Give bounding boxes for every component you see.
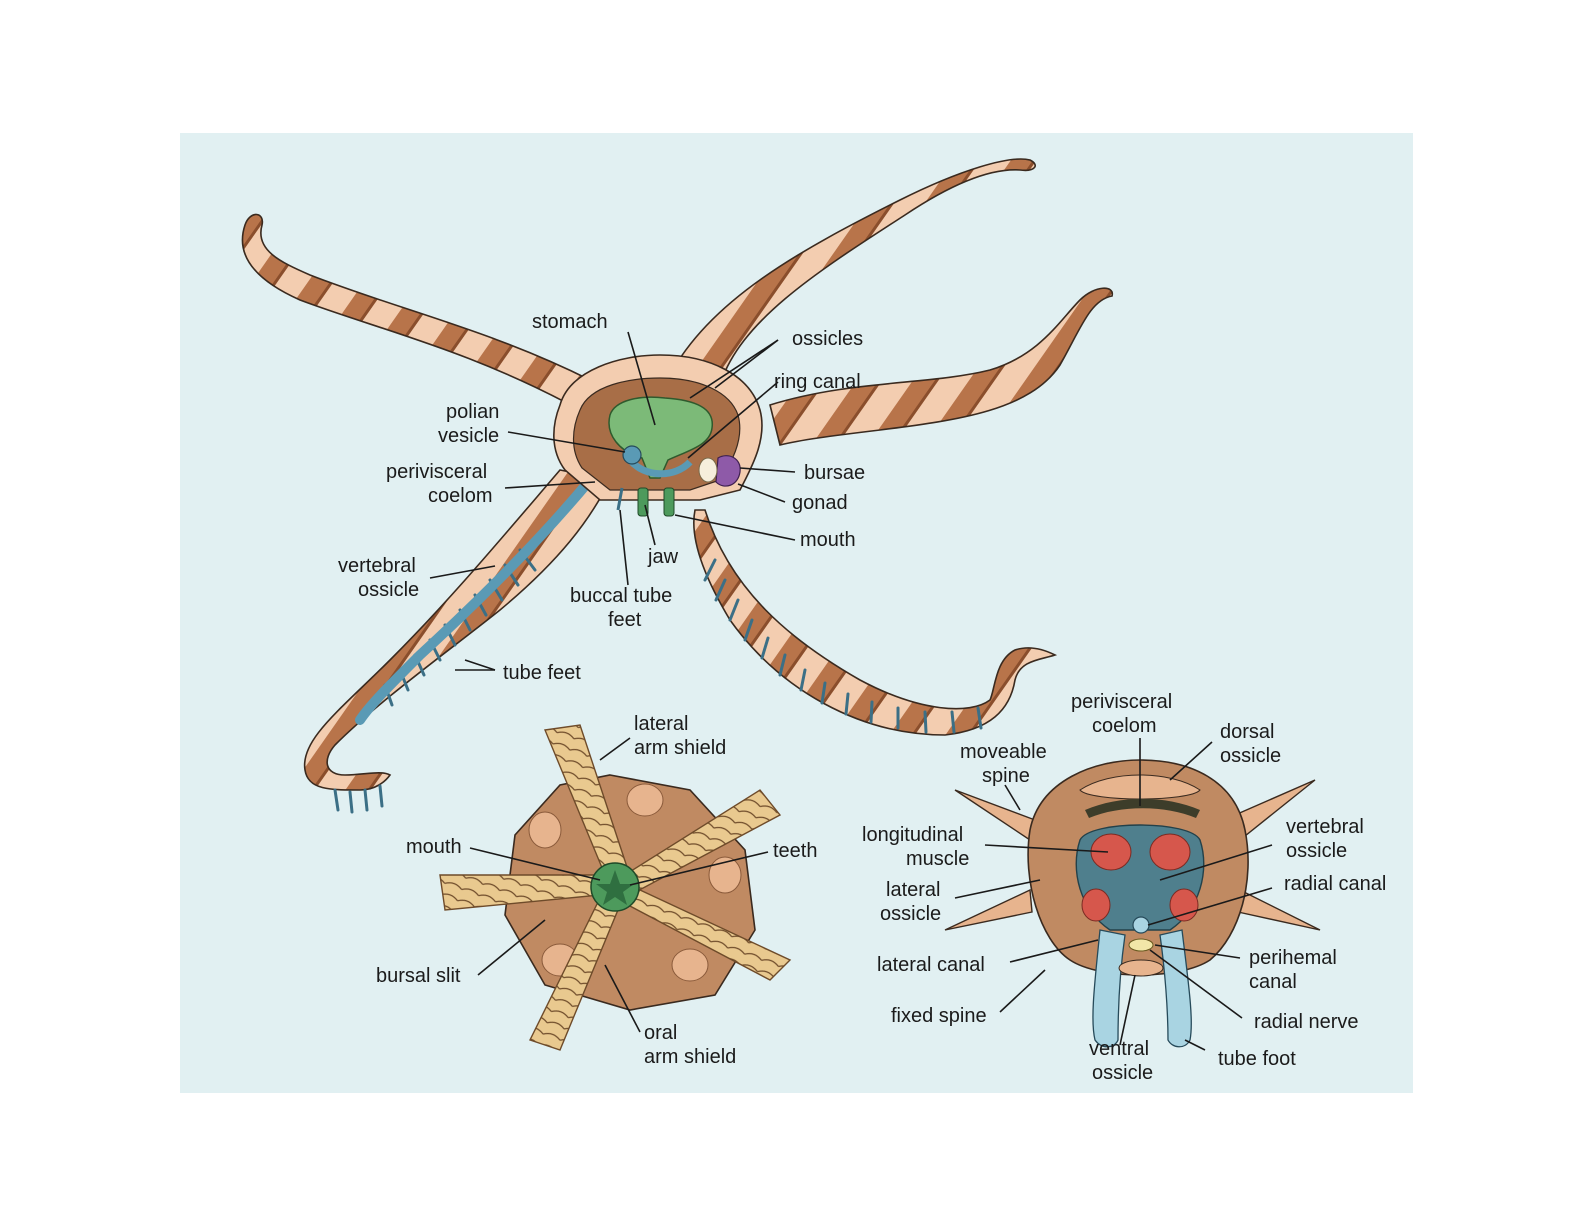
label-gonad: gonad (792, 492, 848, 514)
label-lateral-ossicle-line1: lateral (886, 879, 940, 901)
water-ring-canal (627, 457, 693, 478)
label-buccal-line1: buccal tube (570, 585, 672, 607)
labels-oral-view: lateral arm shield mouth teeth bursal sl… (376, 713, 817, 1068)
label-cs-vertebral-line2: ossicle (1286, 840, 1347, 862)
arm-lower-right (692, 509, 1058, 736)
label-tube-foot: tube foot (1218, 1048, 1296, 1070)
label-lateral-arm-shield-line1: lateral (634, 713, 688, 735)
label-oral-arm-shield-line1: oral (644, 1022, 677, 1044)
label-fixed-spine: fixed spine (891, 1005, 987, 1027)
label-ossicles: ossicles (792, 328, 863, 350)
label-vertebral-line1: vertebral (338, 555, 416, 577)
radial-canal-shape (1132, 916, 1150, 934)
label-ventral-line1: ventral (1089, 1038, 1149, 1060)
perihemal-canal-shape (1128, 938, 1154, 952)
lateral-spine-right (1237, 888, 1321, 931)
moveable-spine-left (954, 789, 1036, 842)
buccal-tube-foot (616, 487, 624, 511)
tube-foot-shapes (1092, 929, 1192, 1048)
longitudinal-muscle-blocks (1081, 833, 1199, 922)
tube-feet-row-right (703, 558, 983, 734)
label-perivisceral-line1: perivisceral (386, 461, 487, 483)
label-perihemal-line1: perihemal (1249, 947, 1337, 969)
label-cs-vertebral-line1: vertebral (1286, 816, 1364, 838)
label-ring-canal: ring canal (774, 371, 861, 393)
label-lateral-canal: lateral canal (877, 954, 985, 976)
label-polian-line2: vesicle (438, 425, 499, 447)
label-perivisceral-line2: coelom (428, 485, 492, 507)
label-mouth: mouth (800, 529, 856, 551)
label-bursae: bursae (804, 462, 865, 484)
perivisceral-coelom-slit (1085, 798, 1200, 818)
spines (944, 779, 1321, 931)
teeth-star (596, 870, 634, 905)
label-bursal-slit: bursal slit (376, 965, 461, 987)
label-lateral-ossicle-line2: ossicle (880, 903, 941, 925)
polian-vesicle-shape (622, 445, 642, 465)
label-buccal-line2: feet (608, 609, 642, 631)
label-cs-perivisceral-line2: coelom (1092, 715, 1156, 737)
arm-cross-section (944, 759, 1321, 1048)
label-stomach: stomach (532, 311, 608, 333)
arm-upper-left (241, 213, 591, 412)
labels-cross-section: perivisceral coelom dorsal ossicle movea… (862, 691, 1386, 1084)
label-radial-nerve: radial nerve (1254, 1011, 1359, 1033)
label-moveable-line1: moveable (960, 741, 1047, 763)
label-vertebral-line2: ossicle (358, 579, 419, 601)
label-dorsal-line1: dorsal (1220, 721, 1274, 743)
label-longitudinal-line2: muscle (906, 848, 969, 870)
label-dorsal-line2: ossicle (1220, 745, 1281, 767)
label-oral-mouth: mouth (406, 836, 462, 858)
arm-upper-right (769, 287, 1113, 446)
label-jaw: jaw (647, 546, 679, 568)
label-perihemal-line2: canal (1249, 971, 1297, 993)
label-cs-perivisceral-line1: perivisceral (1071, 691, 1172, 713)
arm-top (668, 158, 1036, 386)
leader-lines (429, 331, 1273, 1051)
labels-main-star: stomach ossicles ring canal polian vesic… (338, 311, 865, 684)
radial-canal-left-arm (355, 475, 595, 725)
label-lateral-arm-shield-line2: arm shield (634, 737, 726, 759)
ventral-ossicle-shape (1118, 959, 1164, 977)
brittle-star-longitudinal-section (241, 158, 1113, 814)
oral-arms (439, 724, 792, 1051)
label-longitudinal-line1: longitudinal (862, 824, 963, 846)
oral-view-disc (439, 724, 792, 1051)
label-oral-arm-shield-line2: arm shield (644, 1046, 736, 1068)
label-moveable-line2: spine (982, 765, 1030, 787)
gonad-shape (715, 455, 741, 487)
label-radial-canal: radial canal (1284, 873, 1386, 895)
label-tube-feet: tube feet (503, 662, 581, 684)
bursae-shape (698, 457, 718, 483)
lateral-spine-left (944, 888, 1033, 931)
label-ventral-line2: ossicle (1092, 1062, 1153, 1084)
label-teeth: teeth (773, 840, 817, 862)
label-polian-line1: polian (446, 401, 499, 423)
